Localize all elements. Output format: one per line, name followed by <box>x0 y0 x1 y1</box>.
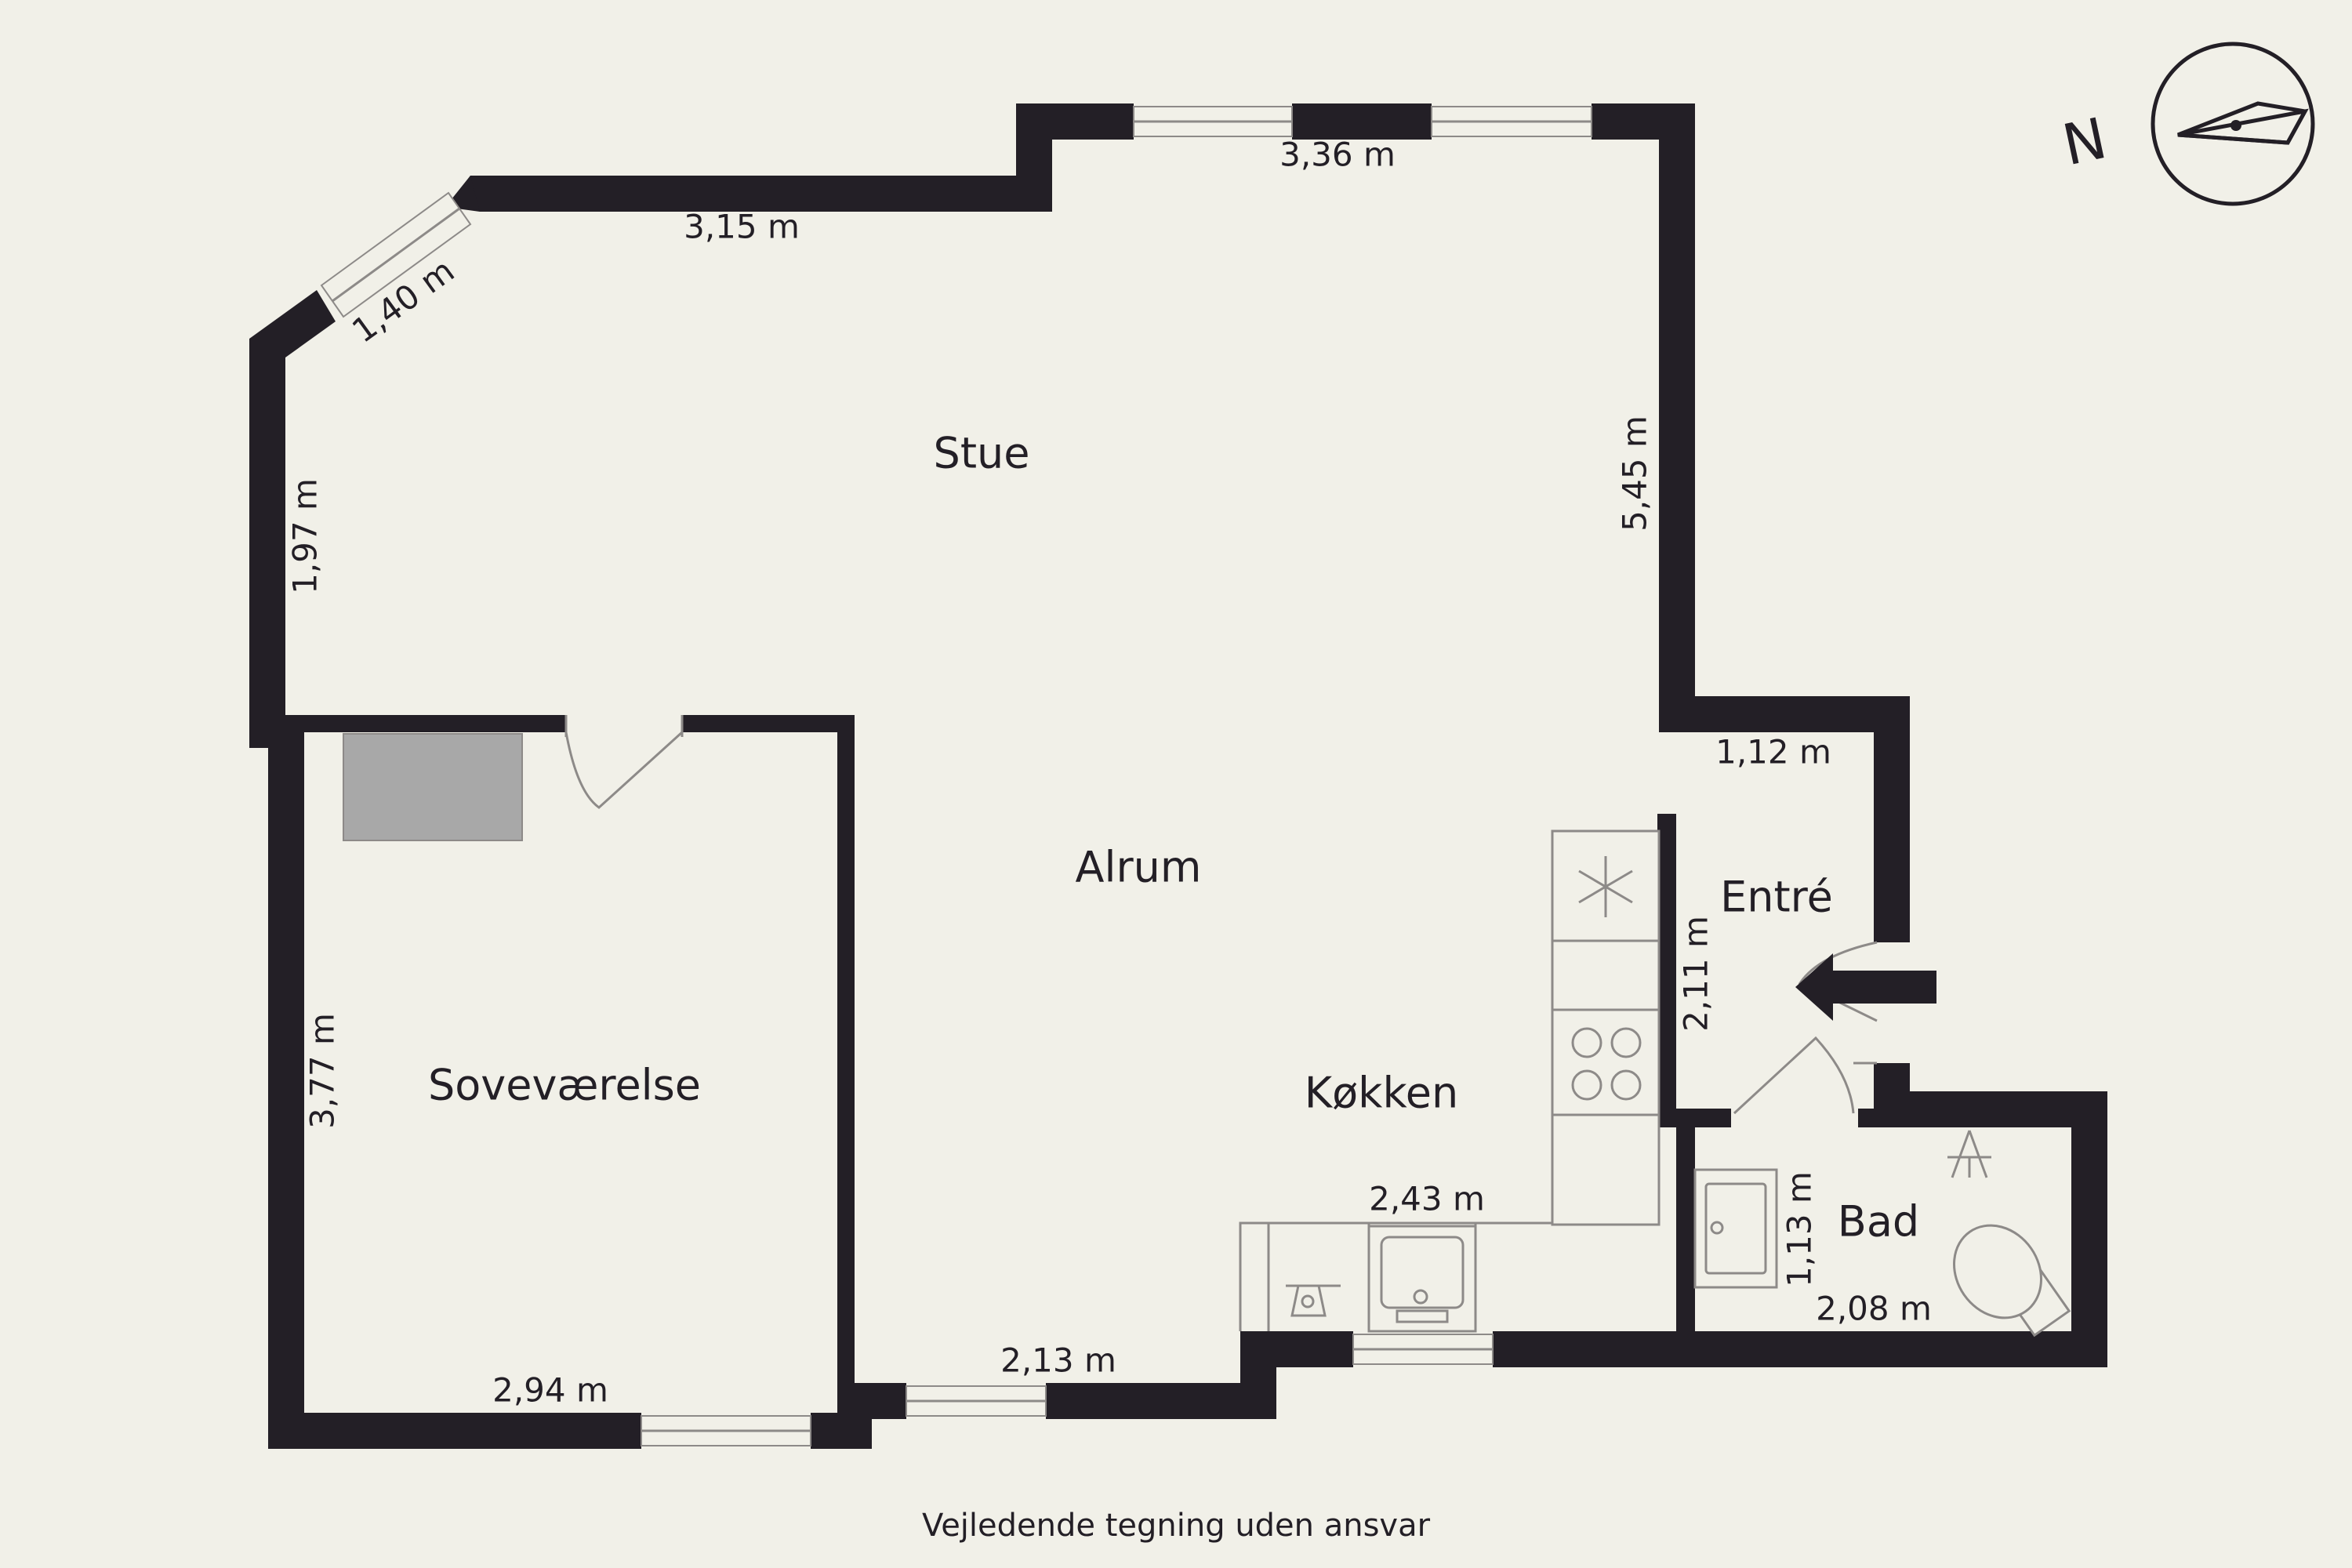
wall-sove-bottom-left <box>268 1413 641 1449</box>
stove <box>1551 1008 1661 1116</box>
wall-sove-left <box>268 732 304 1449</box>
compass-circle <box>2151 42 2315 206</box>
dim-stue-top-left: 3,15 m <box>684 208 800 246</box>
snowflake-icon <box>1578 856 1633 917</box>
doors <box>564 715 1878 1115</box>
room-label-bad: Bad <box>1838 1197 1919 1247</box>
cabinet <box>1551 939 1661 1011</box>
wall-kitchen-entre <box>1657 814 1676 1127</box>
wall-sove-top-left <box>268 715 566 732</box>
room-label-sovevaerelse: Soveværelse <box>428 1061 701 1110</box>
dim-bad-bottom: 2,08 m <box>1816 1290 1932 1328</box>
wall-bottom-right <box>1493 1331 2107 1367</box>
compass-north-label: N <box>2057 105 2112 178</box>
wall-entre-right-upper <box>1874 696 1910 942</box>
dim-entre-top: 1,12 m <box>1715 733 1831 771</box>
sink <box>1367 1225 1477 1333</box>
wall-top-1 <box>1016 103 1134 140</box>
entrance-arrow-icon <box>1795 953 1936 1021</box>
dim-sovevaerelse-bottom: 2,94 m <box>492 1371 608 1410</box>
wall-stue-right <box>1659 103 1695 731</box>
dishwasher-icon <box>1286 1284 1341 1317</box>
dim-sovevaerelse-left: 3,77 m <box>303 1013 342 1129</box>
dim-kokken-counter: 2,43 m <box>1369 1180 1485 1218</box>
door-bedroom <box>564 731 684 809</box>
dim-stue-left: 1,97 m <box>286 478 325 594</box>
toilet-icon <box>1953 1224 2071 1338</box>
wall-sove-right <box>837 715 855 1419</box>
dim-bad-left: 1,13 m <box>1780 1171 1819 1287</box>
dim-stue-top-right: 3,36 m <box>1279 136 1396 174</box>
dim-alrum-bottom: 2,13 m <box>1000 1341 1116 1380</box>
wall-diagonal-lower <box>249 290 336 368</box>
room-label-entre: Entré <box>1720 873 1833 922</box>
dim-stue-right: 5,45 m <box>1616 416 1654 532</box>
wall-top-2 <box>1292 103 1432 140</box>
wall-stue-left <box>249 339 285 748</box>
wall-bad-right <box>2071 1091 2107 1367</box>
wall-stue-top-left <box>455 176 1052 212</box>
wall-sove-bottom-right <box>811 1413 872 1449</box>
windows <box>320 106 1592 1446</box>
walls <box>249 103 2107 1449</box>
room-label-alrum: Alrum <box>1076 843 1202 892</box>
bathroom-fixtures <box>1693 1130 2071 1338</box>
wall-bottom-alrum <box>1046 1383 1276 1419</box>
compass: N <box>2057 42 2315 206</box>
room-label-kokken: Køkken <box>1305 1069 1459 1118</box>
closet <box>343 733 523 841</box>
kitchen-fixtures <box>1239 829 1661 1333</box>
room-label-stue: Stue <box>934 429 1030 478</box>
wall-bad-top-inner-right <box>1858 1109 1910 1127</box>
wall-sove-top-right <box>682 715 855 732</box>
wall-entre-top <box>1659 696 1910 732</box>
dim-entre-left: 2,11 m <box>1677 916 1715 1032</box>
caption: Vejledende tegning uden ansvar <box>922 1508 1431 1544</box>
wall-bad-top-inner-left <box>1657 1109 1731 1127</box>
wall-bad-top <box>1874 1091 2107 1127</box>
wall-bad-left <box>1676 1109 1695 1356</box>
burner-icon <box>1571 1027 1642 1101</box>
shower-icon <box>1947 1130 1991 1178</box>
counter-bottom <box>1239 1221 1554 1331</box>
counter-right <box>1551 1113 1661 1226</box>
bath-sink <box>1693 1168 1778 1289</box>
door-bathroom <box>1733 1036 1855 1115</box>
